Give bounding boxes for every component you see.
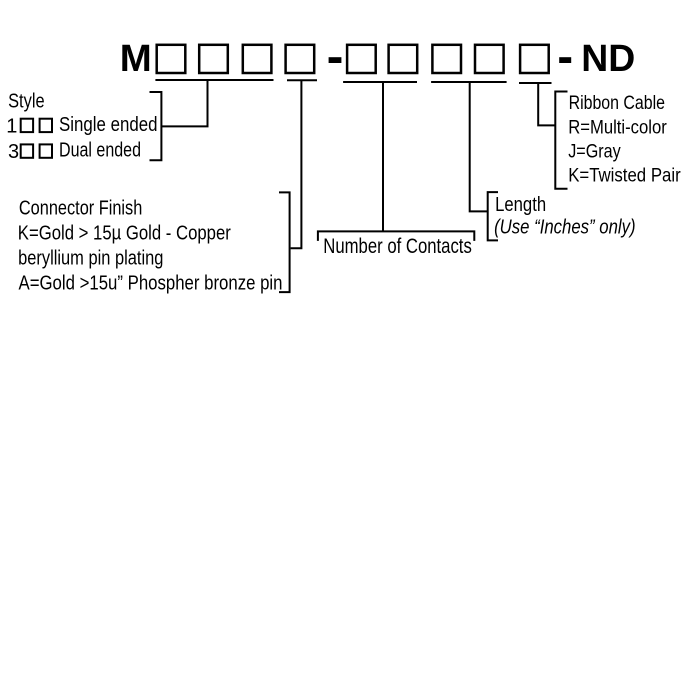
svg-text:A=Gold >15u” Phospher bronze p: A=Gold >15u” Phospher bronze pin bbox=[19, 272, 283, 294]
svg-text:Single ended: Single ended bbox=[59, 114, 158, 136]
svg-text:K=Twisted Pair: K=Twisted Pair bbox=[568, 166, 681, 187]
svg-text:3: 3 bbox=[8, 141, 19, 163]
svg-text:Number of Contacts: Number of Contacts bbox=[323, 235, 472, 258]
svg-text:Length: Length bbox=[495, 194, 546, 216]
svg-text:Style: Style bbox=[8, 90, 45, 112]
svg-text:ND: ND bbox=[581, 38, 635, 80]
svg-text:R=Multi-color: R=Multi-color bbox=[568, 117, 667, 138]
svg-text:beryllium pin plating: beryllium pin plating bbox=[18, 247, 163, 269]
svg-text:Connector Finish: Connector Finish bbox=[19, 197, 142, 219]
svg-text:Dual ended: Dual ended bbox=[59, 140, 141, 162]
svg-text:1: 1 bbox=[6, 115, 17, 137]
svg-text:Ribbon Cable: Ribbon Cable bbox=[569, 93, 665, 114]
svg-text:J=Gray: J=Gray bbox=[568, 141, 621, 162]
svg-text:K=Gold > 15µ Gold - Copper: K=Gold > 15µ Gold - Copper bbox=[18, 222, 231, 244]
svg-text:M: M bbox=[120, 38, 152, 80]
svg-text:(Use “Inches” only): (Use “Inches” only) bbox=[494, 217, 635, 239]
